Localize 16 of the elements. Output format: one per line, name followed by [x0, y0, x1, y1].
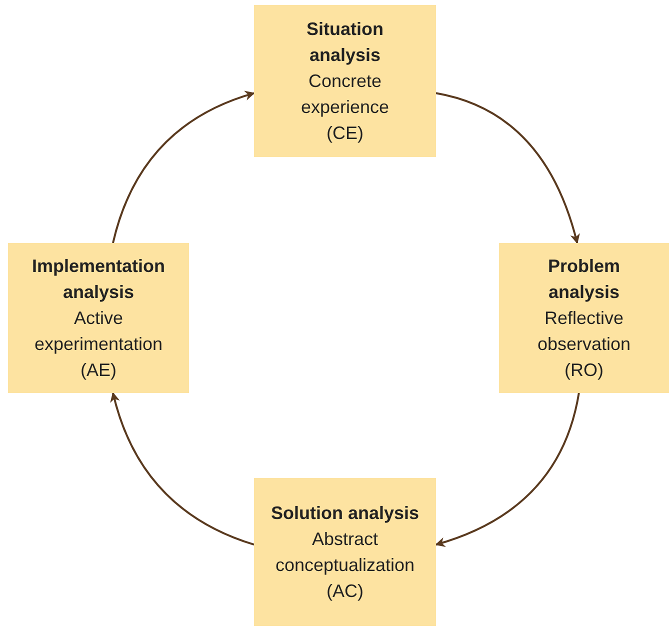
process-box	[254, 5, 436, 157]
box-heading: Implementation analysis	[30, 255, 166, 304]
process-box	[254, 478, 436, 626]
box-heading: Solution analysis	[270, 502, 420, 525]
arrow	[110, 392, 254, 546]
process-box	[499, 243, 669, 393]
box-description: Active experimentation (AE)	[33, 307, 164, 382]
arrow	[112, 91, 255, 244]
arrow	[436, 92, 580, 244]
box-description: Abstract conceptualization (AC)	[274, 528, 416, 603]
box-heading: Problem analysis	[546, 255, 622, 304]
box-description: Reflective observation (RO)	[536, 307, 632, 382]
box-heading: Situation analysis	[306, 18, 384, 67]
box-description: Concrete experience (CE)	[300, 70, 390, 145]
arrow	[435, 392, 580, 547]
process-box	[8, 243, 189, 393]
